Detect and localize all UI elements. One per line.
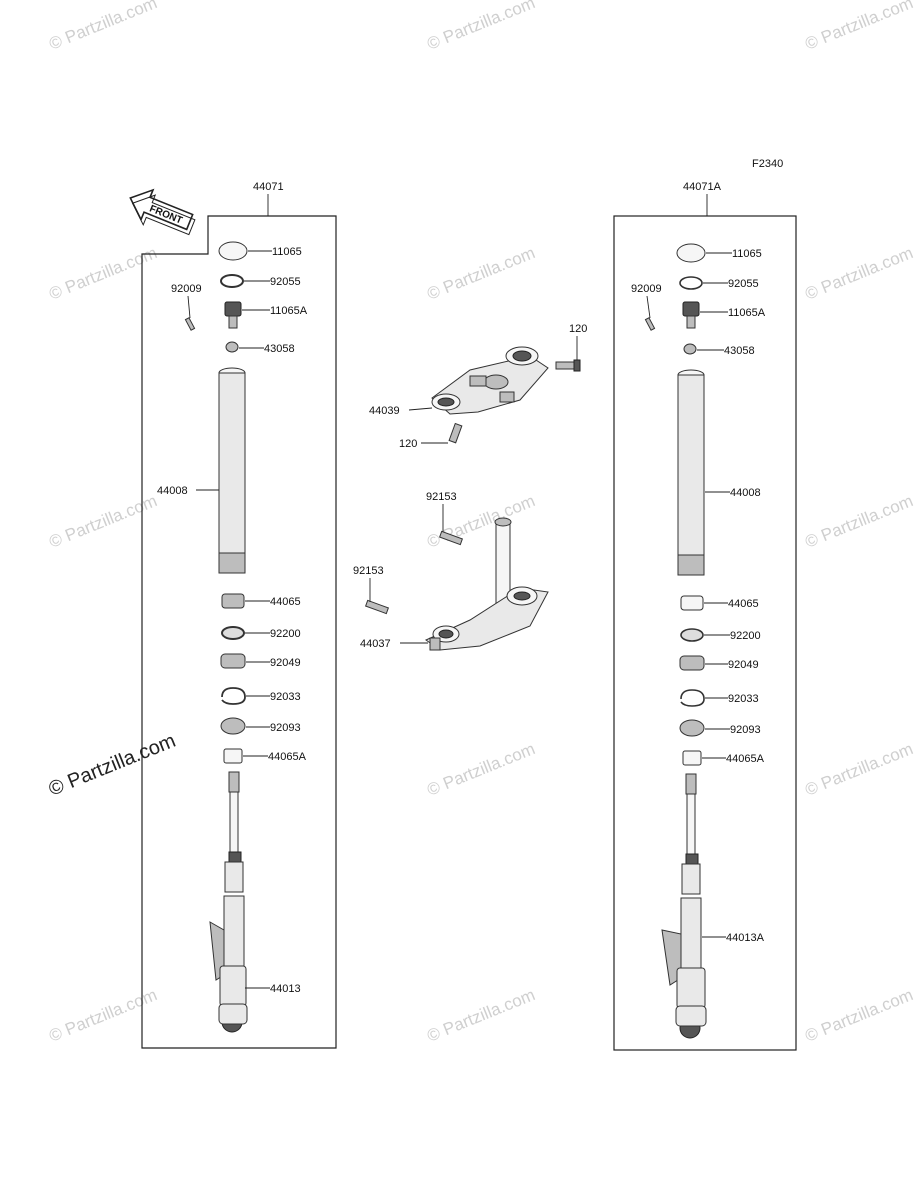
bushing-44065A <box>682 750 702 766</box>
figure-code: F2340 <box>752 158 783 170</box>
part-label: 11065 <box>732 248 762 260</box>
washer-43058 <box>683 343 697 355</box>
upper-bracket-44039 <box>431 346 549 415</box>
fork-tube-44008 <box>677 374 705 556</box>
part-label: 92055 <box>728 278 759 290</box>
left-assembly: 44071 11065 92055 92009 11065A 43058 440… <box>141 181 337 1049</box>
part-label: 92009 <box>171 283 202 295</box>
part-label: 92049 <box>728 659 759 671</box>
part-label: 44037 <box>360 638 391 650</box>
center-parts: 44039 120 120 92153 92153 44037 <box>353 323 587 651</box>
watermark: © Partzilla.com <box>802 985 915 1046</box>
part-label: 44065 <box>728 598 759 610</box>
fork-leg-44013 <box>209 771 248 1033</box>
watermark: © Partzilla.com <box>802 739 915 800</box>
part-label: 11065 <box>272 246 302 258</box>
part-label: 44039 <box>369 405 400 417</box>
watermark: © Partzilla.com <box>424 739 537 800</box>
bushing-44065A <box>223 748 243 764</box>
right-assembly: 44071A 11065 92055 92009 11065A 43058 44… <box>613 181 797 1051</box>
watermark: © Partzilla.com <box>46 0 159 54</box>
adjuster-11065A <box>682 301 700 317</box>
part-label: 92033 <box>270 691 301 703</box>
part-label: 44008 <box>157 485 188 497</box>
part-label: 43058 <box>724 345 755 357</box>
part-label: 92033 <box>728 693 759 705</box>
watermark: © Partzilla.com <box>424 985 537 1046</box>
dust-seal-92093 <box>679 719 705 737</box>
part-label: 11065A <box>270 305 308 317</box>
bushing-44065 <box>680 595 704 611</box>
steering-stem-44037 <box>425 517 549 651</box>
watermark: © Partzilla.com <box>46 985 159 1046</box>
part-label: 92153 <box>353 565 384 577</box>
part-label: 92200 <box>730 630 761 642</box>
screw-92009 <box>184 317 196 331</box>
part-label: 92153 <box>426 491 457 503</box>
washer-92200 <box>680 628 704 642</box>
oil-seal-92049 <box>679 655 705 671</box>
watermark: © Partzilla.com <box>802 491 915 552</box>
part-label: 11065A <box>728 307 766 319</box>
o-ring-92055 <box>679 276 703 290</box>
part-label: 44065 <box>270 596 301 608</box>
cap-11065 <box>218 241 248 261</box>
right-assembly-number: 44071A <box>683 181 722 193</box>
part-label: 92055 <box>270 276 301 288</box>
watermark: © Partzilla.com <box>802 0 915 54</box>
watermark: © Partzilla.com <box>802 243 915 304</box>
left-assembly-number: 44071 <box>253 181 284 193</box>
washer-92200 <box>221 626 245 640</box>
oil-seal-92049 <box>220 653 246 669</box>
bolt-120-top <box>555 361 577 370</box>
fork-tube-44008 <box>218 372 246 554</box>
watermark: © Partzilla.com <box>424 243 537 304</box>
bolt-92153-top <box>438 530 464 546</box>
cap-11065 <box>676 243 706 263</box>
watermark: © Partzilla.com <box>46 491 159 552</box>
part-label: 92009 <box>631 283 662 295</box>
watermark-layer: © Partzilla.com © Partzilla.com © Partzi… <box>46 0 916 1046</box>
o-ring-92055 <box>220 274 244 288</box>
watermark-large: © Partzilla.com <box>46 730 179 801</box>
part-label: 44013 <box>270 983 301 995</box>
right-assembly-frame <box>613 215 797 1051</box>
screw-92009 <box>644 317 656 331</box>
bushing-44065 <box>221 593 245 609</box>
part-label: 43058 <box>264 343 295 355</box>
part-label: 92200 <box>270 628 301 640</box>
part-label: 92093 <box>730 724 761 736</box>
watermark: © Partzilla.com <box>46 243 159 304</box>
part-label: 120 <box>399 438 417 450</box>
circlip-92033 <box>680 689 705 707</box>
part-label: 44065A <box>726 753 765 765</box>
part-label: 92049 <box>270 657 301 669</box>
washer-43058 <box>225 341 239 353</box>
part-label: 44065A <box>268 751 307 763</box>
part-label: 120 <box>569 323 587 335</box>
dust-seal-92093 <box>220 717 246 735</box>
circlip-92033 <box>221 687 246 705</box>
bolt-120-bottom <box>448 422 463 444</box>
left-assembly-frame <box>141 215 337 1049</box>
fork-leg-44013A <box>661 773 707 1039</box>
bolt-92153-left <box>364 599 390 615</box>
part-label: 44008 <box>730 487 761 499</box>
front-arrow: FRONT <box>129 188 196 236</box>
part-label: 92093 <box>270 722 301 734</box>
watermark: © Partzilla.com <box>424 0 537 54</box>
adjuster-11065A <box>224 301 242 317</box>
part-label: 44013A <box>726 932 765 944</box>
